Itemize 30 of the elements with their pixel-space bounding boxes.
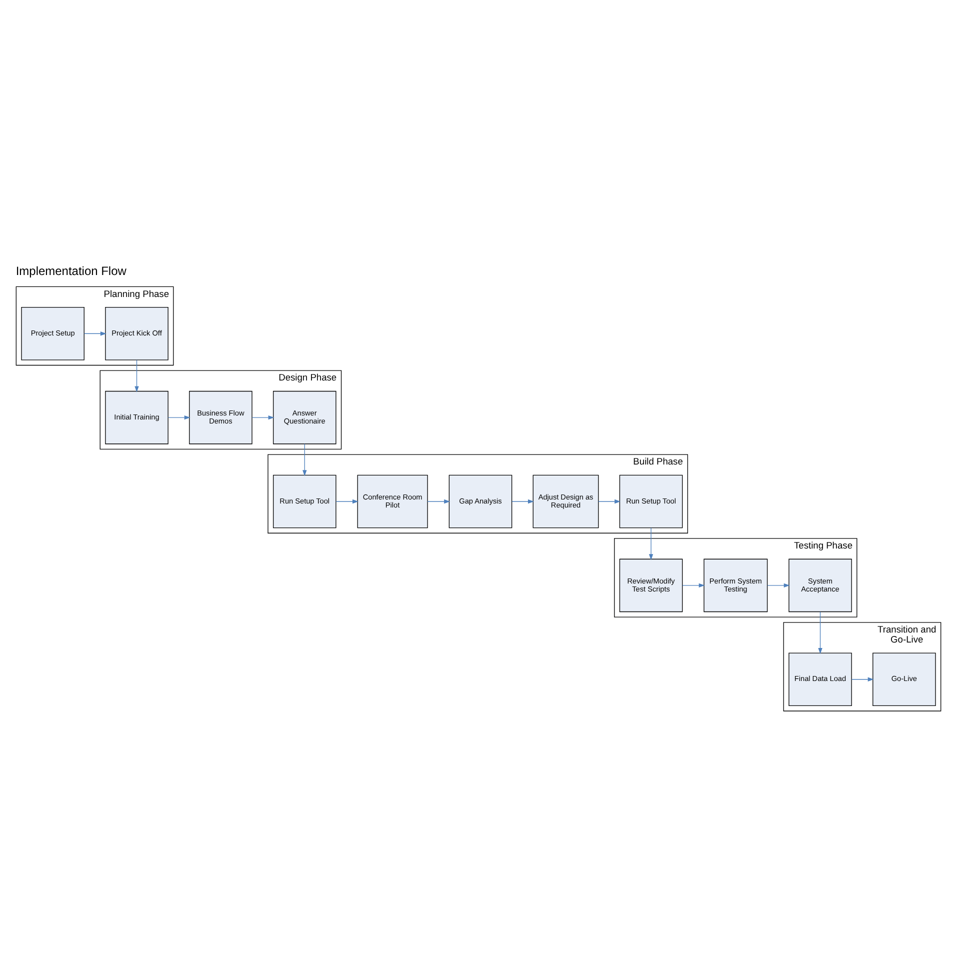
arrow: [336, 498, 358, 504]
diagram-title: Implementation Flow: [16, 263, 126, 278]
arrow: [682, 582, 705, 588]
node-box: Go-Live: [872, 652, 936, 706]
node-box: Conference Room Pilot: [357, 474, 428, 528]
node-box: Final Data Load: [788, 652, 852, 706]
node-box: Adjust Design as Required: [532, 474, 599, 528]
node-box: Review/Modify Test Scripts: [619, 558, 683, 612]
arrow: [818, 611, 822, 654]
arrow: [648, 527, 654, 560]
arrow: [512, 498, 534, 504]
arrow: [252, 414, 274, 420]
node-box: System Acceptance: [788, 558, 852, 612]
node-box: Perform System Testing: [704, 558, 768, 612]
arrow: [851, 676, 874, 681]
arrow: [427, 498, 450, 504]
node-box: Project Kick Off: [105, 306, 168, 360]
arrow: [84, 331, 106, 336]
node-box: Answer Questionaire: [272, 390, 336, 444]
arrow: [168, 414, 190, 420]
node-box: Run Setup Tool: [272, 474, 336, 528]
node-box: Business Flow Demos: [189, 390, 252, 444]
arrow: [598, 498, 621, 504]
node-box: Gap Analysis: [448, 474, 512, 528]
arrow: [302, 443, 307, 476]
node-box: Initial Training: [105, 390, 168, 444]
node-box: Run Setup Tool: [619, 474, 683, 528]
node-box: Project Setup: [21, 306, 84, 360]
arrow: [767, 582, 790, 588]
arrow: [134, 359, 139, 392]
